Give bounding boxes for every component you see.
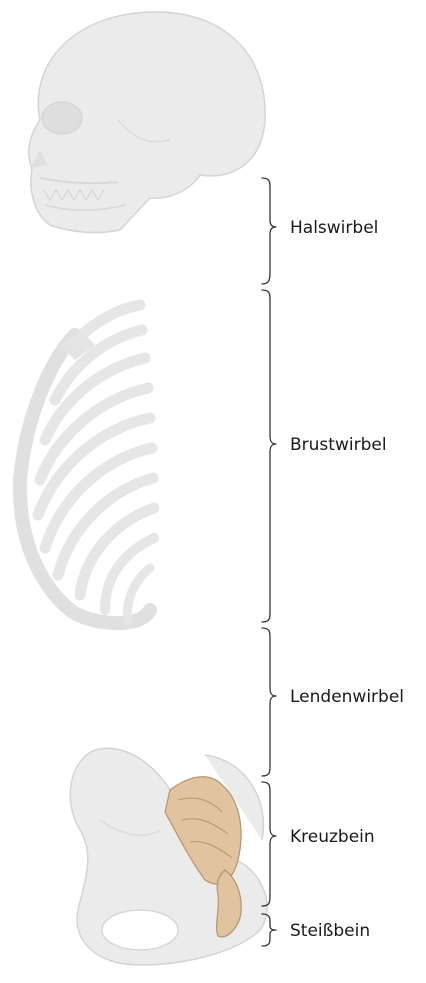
- spine: [165, 168, 426, 937]
- bracket-cervical: [262, 178, 276, 284]
- skull: [29, 12, 265, 233]
- brackets: [262, 178, 276, 946]
- label-coccyx: Steißbein: [290, 921, 370, 941]
- label-sacrum: Kreuzbein: [290, 827, 375, 847]
- rib-cage: [20, 305, 154, 623]
- label-cervical: Halswirbel: [290, 218, 378, 238]
- bracket-thoracic: [262, 290, 276, 622]
- bracket-lumbar: [262, 628, 276, 776]
- label-lumbar: Lendenwirbel: [290, 687, 404, 707]
- label-thoracic: Brustwirbel: [290, 435, 387, 455]
- labels: Halswirbel Brustwirbel Lendenwirbel Kreu…: [290, 218, 404, 941]
- bracket-sacrum: [262, 782, 276, 906]
